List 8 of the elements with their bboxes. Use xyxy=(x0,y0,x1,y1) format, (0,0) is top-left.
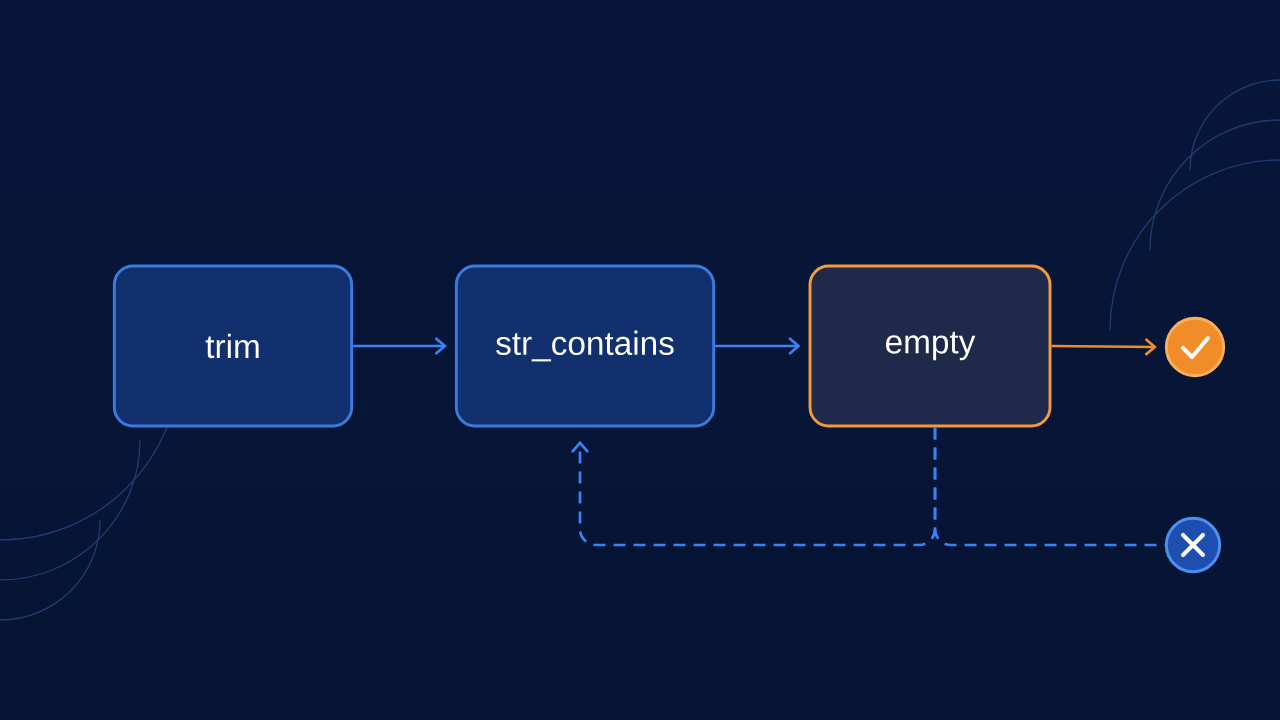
close-circle xyxy=(1164,516,1222,574)
process-box: empty xyxy=(808,264,1052,428)
check-circle xyxy=(1164,316,1226,378)
arrow xyxy=(353,337,447,355)
process-box: trim xyxy=(112,264,354,428)
process-box: str_contains xyxy=(454,264,716,428)
arrow xyxy=(715,337,801,355)
arrow xyxy=(1051,337,1157,356)
